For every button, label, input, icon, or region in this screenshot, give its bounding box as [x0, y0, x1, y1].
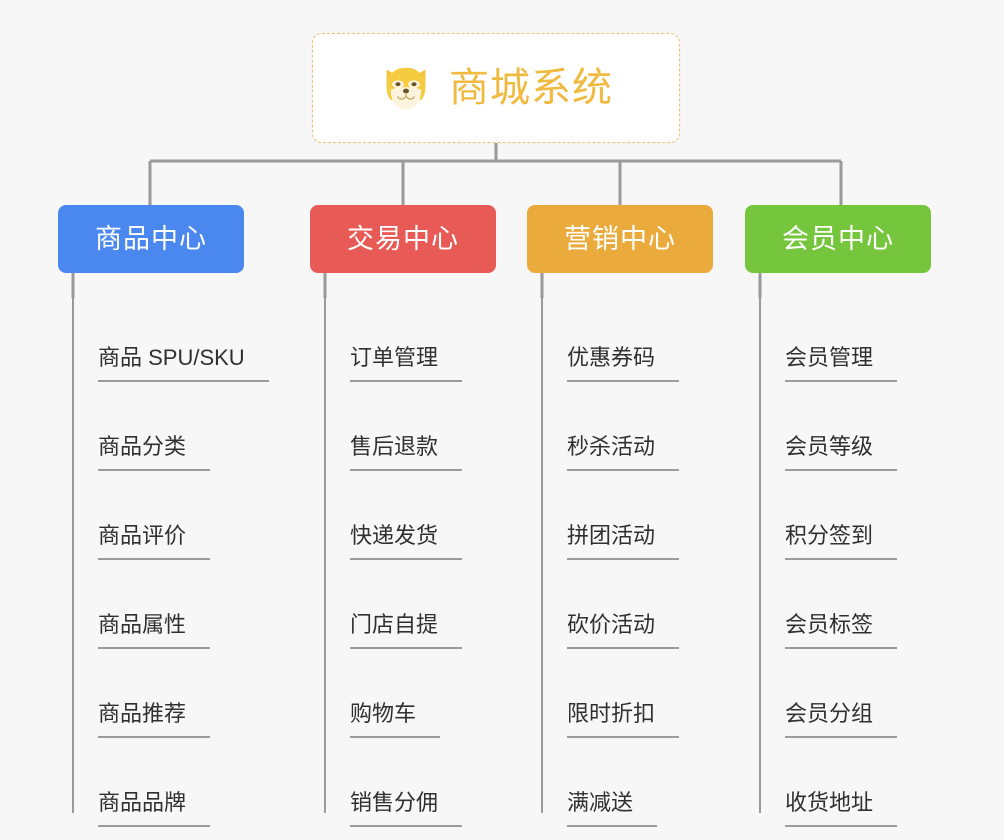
list-item[interactable]: 限时折扣 [541, 649, 747, 738]
branch-item-list-trade: 订单管理 售后退款 快递发货 门店自提 购物车 销售分佣 [310, 293, 530, 827]
list-item[interactable]: 收货地址 [759, 738, 965, 827]
branch-header-product[interactable]: 商品中心 [58, 205, 244, 273]
branch-header-marketing[interactable]: 营销中心 [527, 205, 713, 273]
list-item[interactable]: 砍价活动 [541, 560, 747, 649]
branch-column-trade: 交易中心 订单管理 售后退款 快递发货 门店自提 购物车 [310, 205, 530, 827]
list-item[interactable]: 门店自提 [324, 560, 530, 649]
list-item[interactable]: 商品品牌 [72, 738, 278, 827]
branch-column-member: 会员中心 会员管理 会员等级 积分签到 会员标签 会员分组 [745, 205, 965, 827]
leaf-label: 商品评价 [98, 522, 211, 560]
leaf-label: 会员管理 [785, 344, 898, 382]
leaf-label: 拼团活动 [567, 522, 680, 560]
branch-item-list-marketing: 优惠券码 秒杀活动 拼团活动 砍价活动 限时折扣 满减送 [527, 293, 747, 827]
leaf-label: 秒杀活动 [567, 433, 680, 471]
branch-columns: 商品中心 商品 SPU/SKU 商品分类 商品评价 商品属性 商品推荐 [0, 205, 1004, 840]
branch-header-trade[interactable]: 交易中心 [310, 205, 496, 273]
shiba-dog-icon [386, 67, 426, 110]
leaf-label: 会员标签 [785, 611, 898, 649]
branch-header-label: 营销中心 [564, 223, 676, 254]
leaf-label: 满减送 [567, 789, 658, 827]
leaf-label: 优惠券码 [567, 344, 680, 382]
list-item[interactable]: 商品属性 [72, 560, 278, 649]
root-title: 商城系统 [449, 66, 613, 110]
list-item[interactable]: 会员分组 [759, 649, 965, 738]
list-item[interactable]: 订单管理 [324, 293, 530, 382]
branch-column-product: 商品中心 商品 SPU/SKU 商品分类 商品评价 商品属性 商品推荐 [58, 205, 278, 827]
leaf-label: 商品推荐 [98, 700, 211, 738]
list-item[interactable]: 商品评价 [72, 471, 278, 560]
list-item[interactable]: 会员标签 [759, 560, 965, 649]
list-item[interactable]: 购物车 [324, 649, 530, 738]
branch-header-label: 商品中心 [95, 223, 207, 254]
branch-item-list-member: 会员管理 会员等级 积分签到 会员标签 会员分组 收货地址 [745, 293, 965, 827]
leaf-label: 商品品牌 [98, 789, 211, 827]
leaf-label: 收货地址 [785, 789, 898, 827]
branch-column-marketing: 营销中心 优惠券码 秒杀活动 拼团活动 砍价活动 限时折扣 [527, 205, 747, 827]
leaf-label: 商品 SPU/SKU [98, 344, 269, 382]
leaf-label: 积分签到 [785, 522, 898, 560]
leaf-label: 商品分类 [98, 433, 211, 471]
list-item[interactable]: 会员等级 [759, 382, 965, 471]
branch-header-label: 交易中心 [347, 223, 459, 254]
list-item[interactable]: 商品分类 [72, 382, 278, 471]
leaf-label: 购物车 [350, 700, 441, 738]
leaf-label: 砍价活动 [567, 611, 680, 649]
list-item[interactable]: 售后退款 [324, 382, 530, 471]
list-item[interactable]: 满减送 [541, 738, 747, 827]
leaf-label: 门店自提 [350, 611, 463, 649]
leaf-label: 商品属性 [98, 611, 211, 649]
list-item[interactable]: 优惠券码 [541, 293, 747, 382]
list-item[interactable]: 积分签到 [759, 471, 965, 560]
leaf-label: 限时折扣 [567, 700, 680, 738]
leaf-label: 快递发货 [350, 522, 463, 560]
leaf-label: 订单管理 [350, 344, 463, 382]
leaf-label: 会员等级 [785, 433, 898, 471]
leaf-label: 会员分组 [785, 700, 898, 738]
list-item[interactable]: 商品 SPU/SKU [72, 293, 278, 382]
list-item[interactable]: 会员管理 [759, 293, 965, 382]
list-item[interactable]: 商品推荐 [72, 649, 278, 738]
leaf-label: 售后退款 [350, 433, 463, 471]
branch-item-list-product: 商品 SPU/SKU 商品分类 商品评价 商品属性 商品推荐 商品品牌 [58, 293, 278, 827]
list-item[interactable]: 秒杀活动 [541, 382, 747, 471]
branch-header-label: 会员中心 [782, 223, 894, 254]
list-item[interactable]: 销售分佣 [324, 738, 530, 827]
list-item[interactable]: 拼团活动 [541, 471, 747, 560]
branch-header-member[interactable]: 会员中心 [745, 205, 931, 273]
list-item[interactable]: 快递发货 [324, 471, 530, 560]
root-node[interactable]: 商城系统 [312, 33, 680, 143]
leaf-label: 销售分佣 [350, 789, 463, 827]
